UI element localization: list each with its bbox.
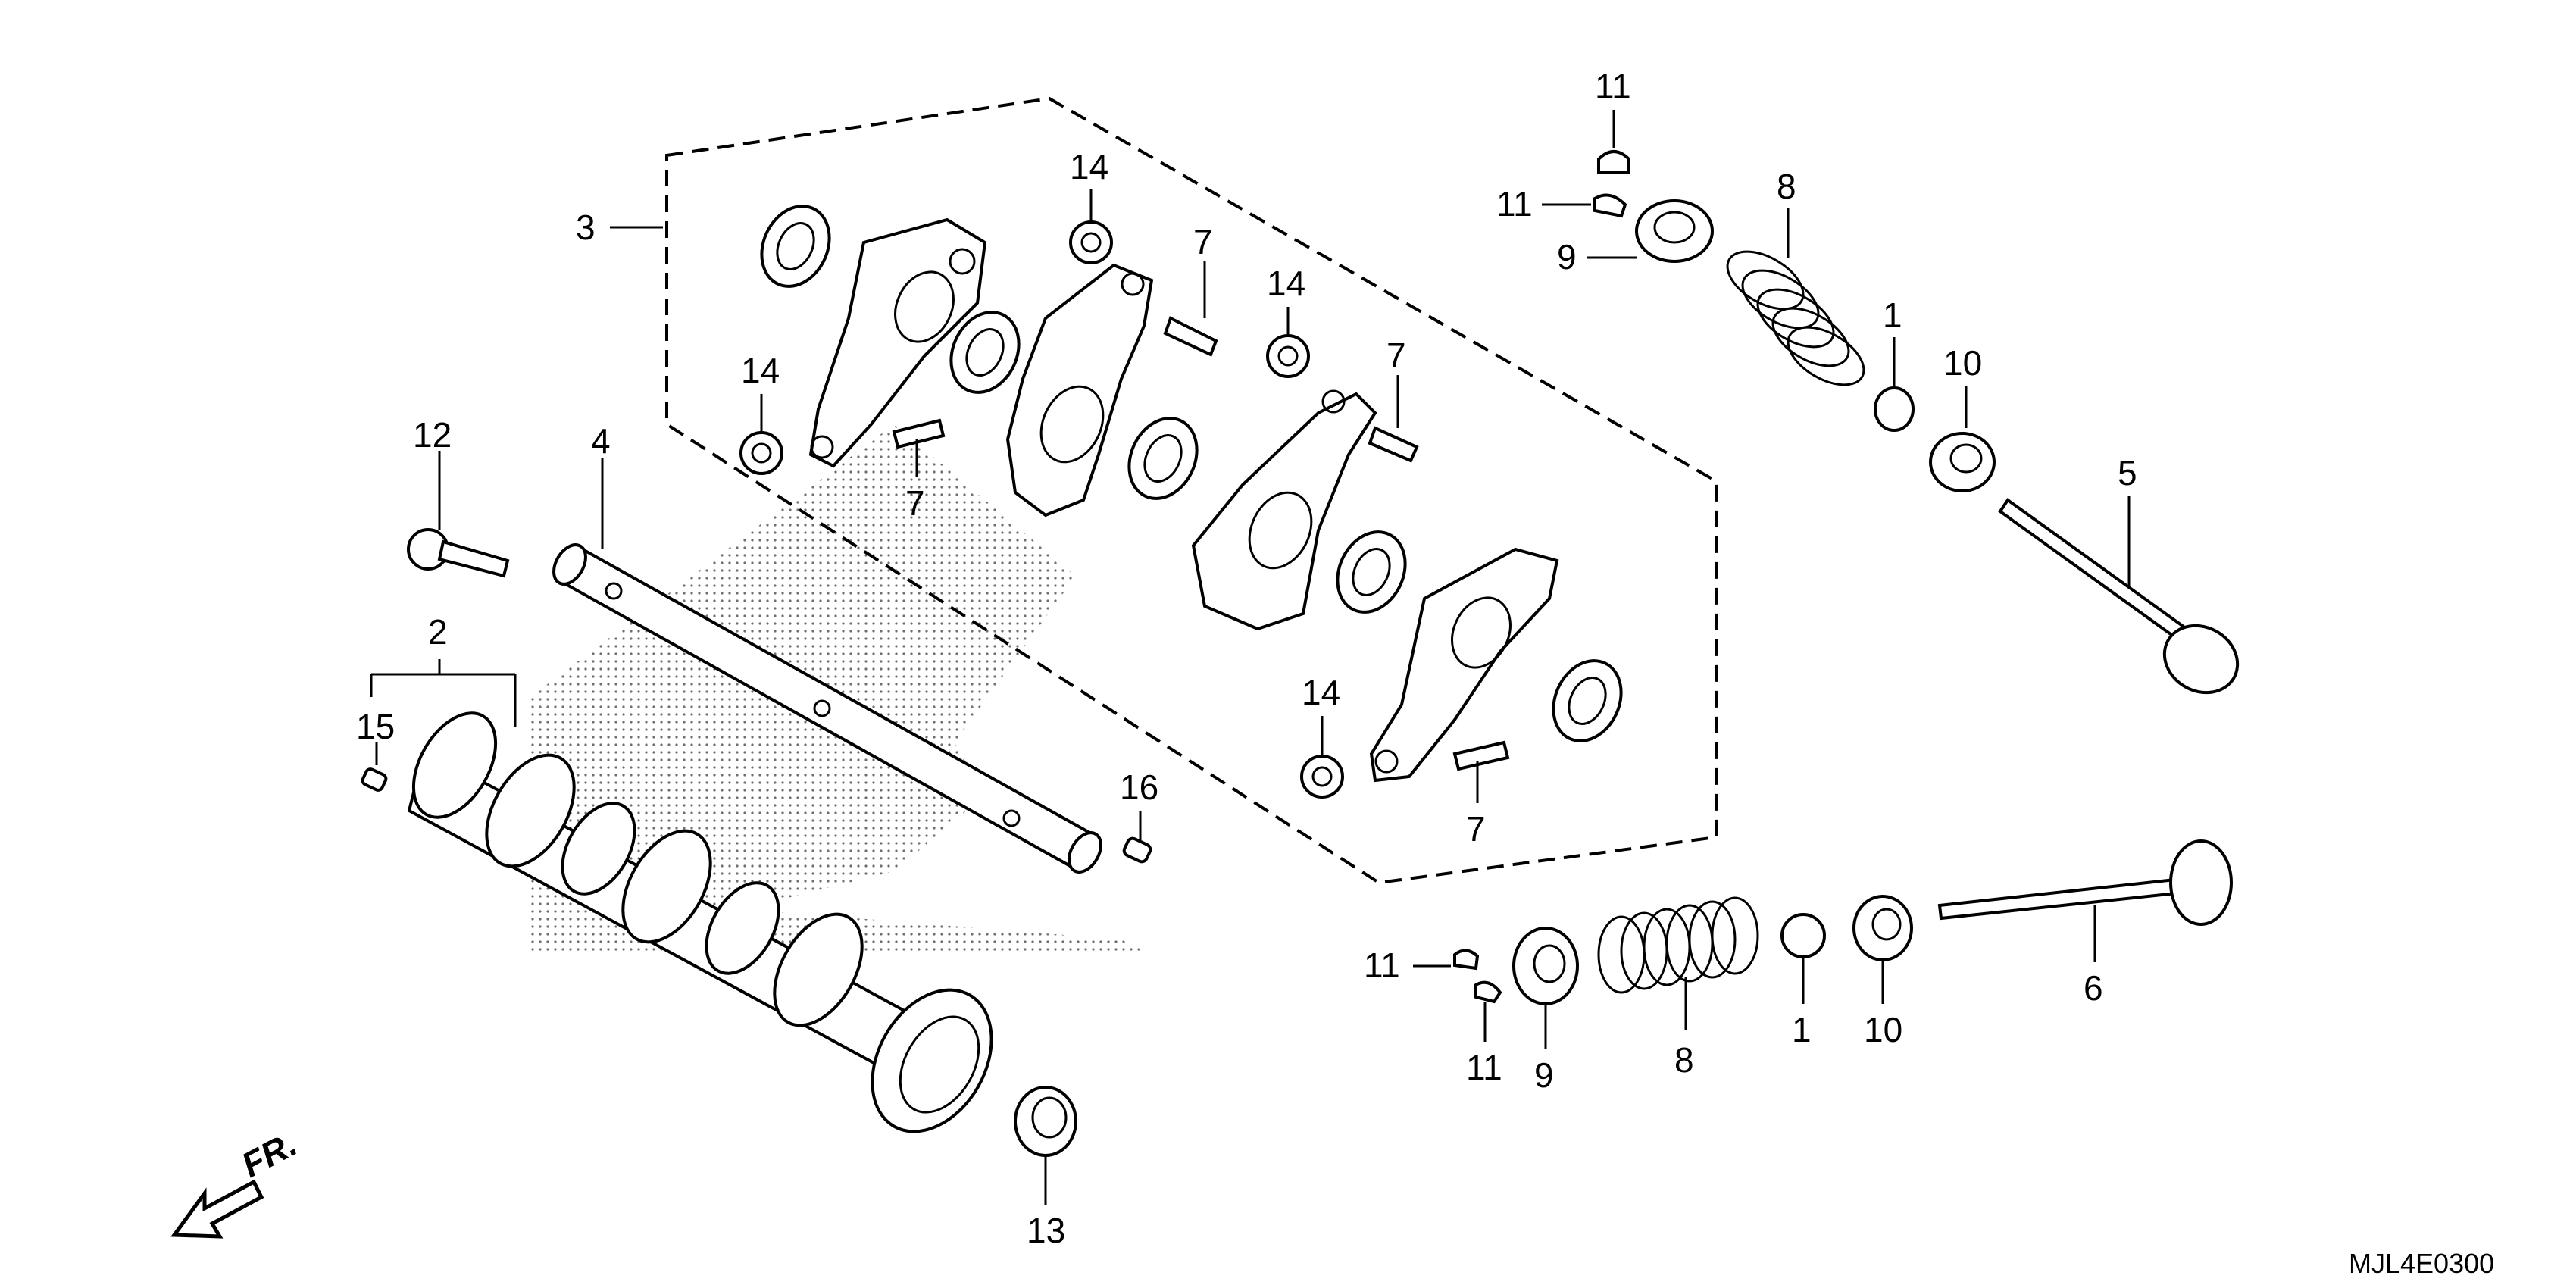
rocker-arm: [1369, 547, 1559, 783]
leader-lines: [370, 110, 2131, 1205]
camshaft: [407, 711, 993, 1133]
valve-spring-seat: [1929, 432, 1996, 492]
callout-12: 12: [413, 415, 452, 455]
watermark-logo: [530, 424, 1152, 955]
front-marker-label: FR.: [235, 1124, 303, 1185]
bolt: [407, 528, 510, 578]
valve-spring: [1726, 250, 1865, 386]
washer: [949, 311, 1021, 394]
callout-16: 16: [1120, 767, 1158, 807]
callout-7d: 7: [1466, 809, 1486, 849]
lock-nut: [1266, 334, 1310, 378]
valve-spring: [1597, 896, 1759, 994]
callout-10a: 10: [1943, 343, 1982, 383]
rocker-arm-assembly-outline: [665, 96, 1718, 885]
dowel-pin: [1122, 836, 1152, 864]
washer: [760, 205, 831, 288]
callout-3: 3: [576, 208, 596, 247]
rocker-arm: [1005, 263, 1154, 517]
callout-5: 5: [2118, 453, 2137, 492]
callout-8b: 8: [1674, 1040, 1694, 1080]
callout-14d: 14: [1302, 673, 1340, 712]
intake-valve: [1998, 498, 2240, 695]
valve-cotter: [1593, 193, 1627, 218]
callout-7b: 7: [1386, 336, 1406, 375]
dowel-pin: [361, 767, 388, 792]
callout-14c: 14: [1267, 264, 1305, 303]
callout-13: 13: [1027, 1211, 1065, 1250]
front-direction-arrow-icon: FR.: [170, 1124, 303, 1239]
callout-14b: 14: [1070, 147, 1108, 186]
callout-14a: 14: [741, 351, 780, 390]
callout-1a: 1: [1883, 295, 1902, 335]
valve-stem-seal: [1780, 913, 1826, 958]
lock-nut: [739, 431, 783, 475]
valve-spring-seat: [1852, 895, 1913, 961]
spring-retainer: [1512, 927, 1579, 1005]
valve-cotter: [1474, 980, 1502, 1004]
lock-nut: [1069, 220, 1113, 264]
adjusting-screw: [1163, 316, 1218, 357]
callout-8a: 8: [1777, 167, 1796, 206]
rocker-arm: [1191, 389, 1377, 631]
callout-7c: 7: [905, 483, 925, 523]
callout-2: 2: [428, 612, 448, 652]
adjusting-screw: [1452, 740, 1510, 771]
washer: [1127, 417, 1199, 500]
callout-10b: 10: [1864, 1010, 1902, 1049]
valve-cotter: [1597, 150, 1630, 174]
callout-11b: 11: [1496, 184, 1533, 224]
callout-9a: 9: [1557, 237, 1577, 277]
spring-retainer: [1635, 199, 1714, 263]
callout-1b: 1: [1792, 1010, 1812, 1049]
callout-11a: 11: [1595, 67, 1631, 106]
lock-nut: [1300, 755, 1344, 799]
adjusting-screw: [1368, 426, 1419, 463]
callouts: 3 12 4 2 15 14 14 14 14 7 7 7 7 16 13 11…: [356, 67, 2137, 1250]
rocker-arm-shaft: [552, 543, 1102, 874]
exhaust-valve: [1937, 839, 2233, 926]
washer: [1336, 530, 1407, 614]
adjusting-screw: [892, 418, 946, 449]
callout-6: 6: [2084, 968, 2103, 1008]
plug: [1014, 1086, 1077, 1157]
callout-7a: 7: [1193, 222, 1213, 261]
callout-9b: 9: [1534, 1055, 1554, 1095]
callout-4: 4: [591, 421, 611, 461]
callout-11d: 11: [1466, 1048, 1502, 1087]
rocker-arm: [808, 217, 987, 468]
diagram-code: MJL4E0300: [2349, 1248, 2494, 1279]
callout-15: 15: [356, 707, 395, 746]
valve-stem-seal: [1874, 386, 1915, 432]
callout-11c: 11: [1364, 946, 1400, 985]
washer: [1552, 659, 1623, 742]
valve-cotter: [1453, 949, 1480, 971]
